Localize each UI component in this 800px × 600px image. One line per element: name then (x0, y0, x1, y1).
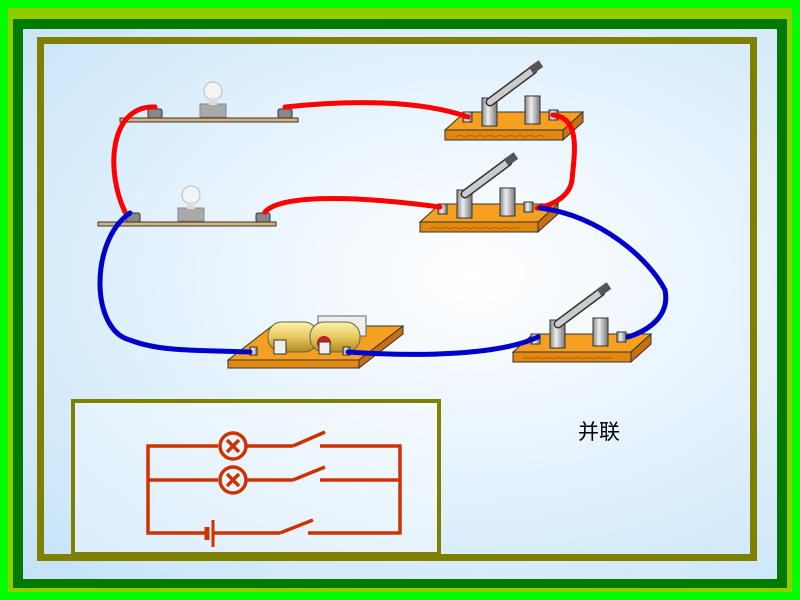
red-wire-lamp2-switch2 (262, 196, 443, 215)
red-wire-switch1-switch2 (534, 112, 577, 211)
knife-switch-1 (445, 60, 583, 140)
red-wire-lamp-link (111, 104, 158, 215)
battery-box (226, 315, 405, 370)
blue-wire-lamp-battery (97, 210, 253, 355)
lamp-symbol-1 (218, 431, 248, 461)
knife-switch-3 (513, 282, 651, 362)
knife-switch-2 (420, 152, 558, 232)
lamp-board-top (119, 81, 299, 123)
lamp-symbol-2 (218, 465, 248, 495)
red-wire-lamp1-switch1 (282, 100, 471, 120)
parallel-label: 并联 (578, 420, 620, 444)
slide-frame (37, 37, 757, 561)
blue-wire-battery-switch3 (345, 334, 541, 357)
schematic-diagram (71, 399, 441, 556)
blue-wire-switch2-switch3 (537, 205, 669, 340)
